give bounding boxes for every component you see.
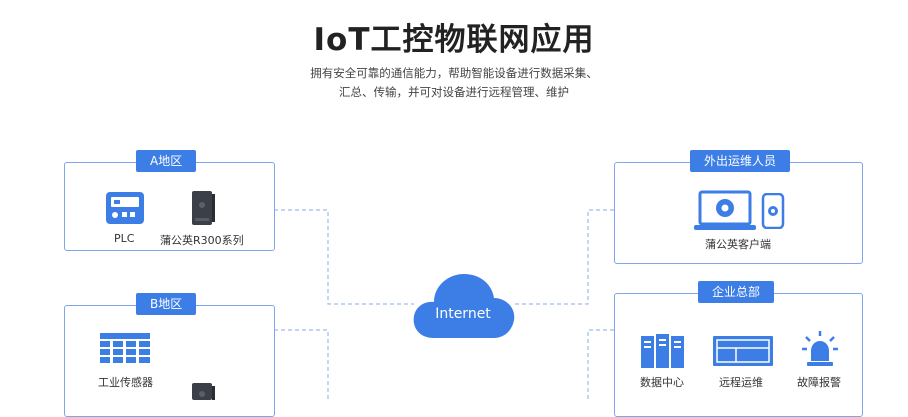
server-rack-icon	[641, 334, 684, 368]
laptop-icon	[694, 190, 756, 230]
router-r300-icon	[192, 191, 215, 225]
cloud-icon	[413, 274, 515, 338]
region-b-tag: B地区	[136, 293, 197, 315]
internet-label: Internet	[435, 306, 491, 322]
hq-tag: 企业总部	[698, 281, 775, 303]
router-r300-label: 蒲公英R300系列	[160, 234, 244, 247]
page-subtitle: 拥有安全可靠的通信能力，帮助智能设备进行数据采集、 汇总、传输，并可对设备进行远…	[0, 64, 908, 102]
subtitle-line-1: 拥有安全可靠的通信能力，帮助智能设备进行数据采集、	[310, 66, 598, 80]
hq-item-label-fault-alarm: 故障报警	[797, 376, 841, 389]
router-b-icon	[192, 383, 215, 400]
page-title: IoT工控物联网应用	[313, 22, 595, 58]
plc-icon	[106, 192, 144, 224]
hq-item-label-data-center: 数据中心	[640, 376, 684, 389]
alarm-siren-icon	[802, 331, 838, 366]
plc-label: PLC	[114, 232, 135, 245]
region-b-panel	[64, 305, 275, 417]
hq-item-label-remote-ops: 远程运维	[719, 376, 763, 389]
industrial-sensor-icon	[100, 333, 150, 363]
ops-staff-panel	[614, 162, 863, 264]
region-a-panel	[64, 162, 275, 251]
ops-staff-tag: 外出运维人员	[690, 150, 791, 172]
subtitle-line-2: 汇总、传输，并可对设备进行远程管理、维护	[339, 85, 569, 99]
region-a-tag: A地区	[136, 150, 197, 172]
phone-icon	[761, 193, 785, 229]
monitor-dashboard-icon	[713, 336, 773, 366]
client-label: 蒲公英客户端	[705, 238, 771, 251]
industrial-sensor-label: 工业传感器	[98, 376, 153, 389]
